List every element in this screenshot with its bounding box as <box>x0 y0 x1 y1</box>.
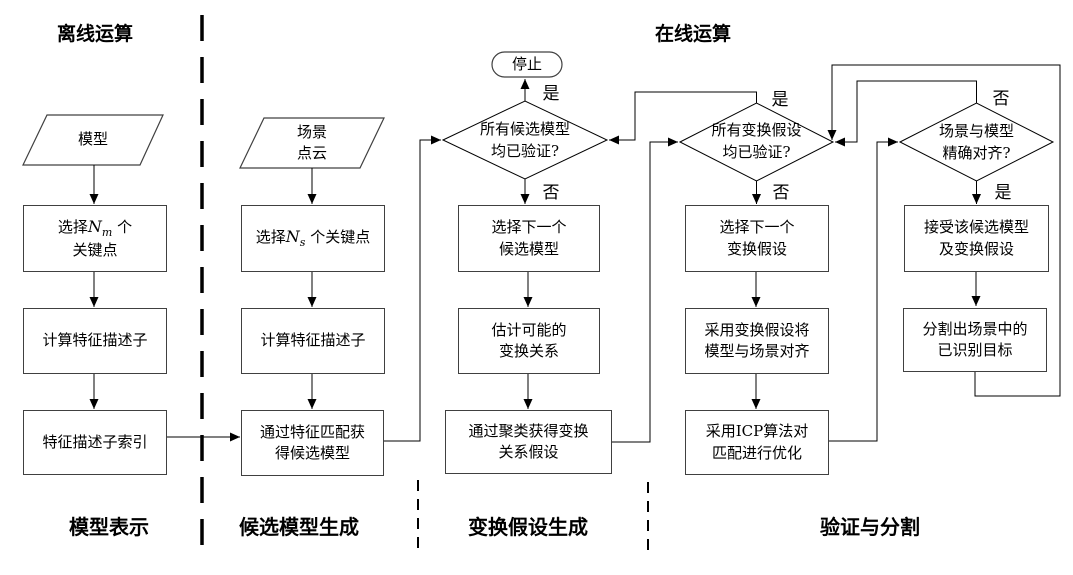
node-compute-descriptors-model: 计算特征描述子 <box>23 308 167 374</box>
diamond-all-hypotheses-verified <box>678 102 835 182</box>
header-offline: 离线运算 <box>56 22 133 45</box>
parallelogram-model <box>22 114 164 166</box>
node-accept-model: 接受该候选模型 及变换假设 <box>904 205 1049 272</box>
edge-label-d3-no: 否 <box>542 182 560 203</box>
node-cluster-transform: 通过聚类获得变换 关系假设 <box>445 410 612 474</box>
select-model-kp-line2: 关键点 <box>72 241 118 260</box>
section-label-verification-segmentation: 验证与分割 <box>820 514 920 539</box>
parallelogram-scene <box>239 117 385 169</box>
node-feature-match: 通过特征匹配获 得候选模型 <box>241 410 384 476</box>
node-descriptor-index: 特征描述子索引 <box>23 410 167 475</box>
select-model-kp-subscript: m <box>101 225 113 239</box>
edge-diamond5-no-to-diamond4 <box>835 80 977 147</box>
section-label-hypothesis-generation: 变换假设生成 <box>468 514 588 539</box>
select-model-kp-symbol: N <box>87 216 102 236</box>
edge-label-d5-yes: 是 <box>994 182 1012 203</box>
edge-label-d3-yes: 是 <box>542 83 560 104</box>
diamond-all-models-verified <box>441 100 609 180</box>
terminator-stop <box>491 51 563 78</box>
edge-featurematch-to-diamond3 <box>382 135 441 442</box>
section-label-model-representation: 模型表示 <box>69 514 149 539</box>
edge-label-d4-yes: 是 <box>771 89 789 110</box>
edge-label-d4-no: 否 <box>772 182 790 203</box>
edge-diamond4-yes-to-diamond3 <box>609 91 757 145</box>
node-segment-target: 分割出场景中的 已识别目标 <box>903 308 1047 372</box>
node-select-scene-keypoints: 选择Ns 个关键点 <box>241 205 385 272</box>
node-icp-refine: 采用ICP算法对 匹配进行优化 <box>685 410 829 475</box>
select-scene-kp-subscript: s <box>299 236 306 250</box>
select-model-kp-post: 个 <box>112 217 133 236</box>
select-scene-kp-symbol: N <box>285 227 300 247</box>
edge-icp-to-diamond5 <box>827 137 898 442</box>
node-compute-descriptors-scene: 计算特征描述子 <box>241 308 385 374</box>
node-select-model-keypoints: 选择Nm 个 关键点 <box>23 205 167 272</box>
edge-segment-loop-to-diamond4 <box>827 64 1061 397</box>
section-label-candidate-generation: 候选模型生成 <box>239 514 359 539</box>
select-model-kp-pre: 选择 <box>57 217 88 236</box>
header-online: 在线运算 <box>654 22 731 45</box>
diamond-scene-aligned <box>898 102 1055 182</box>
node-estimate-transform: 估计可能的 变换关系 <box>458 308 600 374</box>
select-scene-kp-post: 个关键点 <box>305 228 371 247</box>
edge-label-d5-no: 否 <box>992 88 1010 109</box>
node-align-model-scene: 采用变换假设将 模型与场景对齐 <box>685 308 829 374</box>
select-scene-kp-pre: 选择 <box>255 228 286 247</box>
edge-cluster-to-diamond4 <box>610 137 678 443</box>
node-select-next-hypothesis: 选择下一个 变换假设 <box>685 205 829 272</box>
node-select-next-model: 选择下一个 候选模型 <box>458 205 600 272</box>
connector-group <box>89 64 1061 443</box>
